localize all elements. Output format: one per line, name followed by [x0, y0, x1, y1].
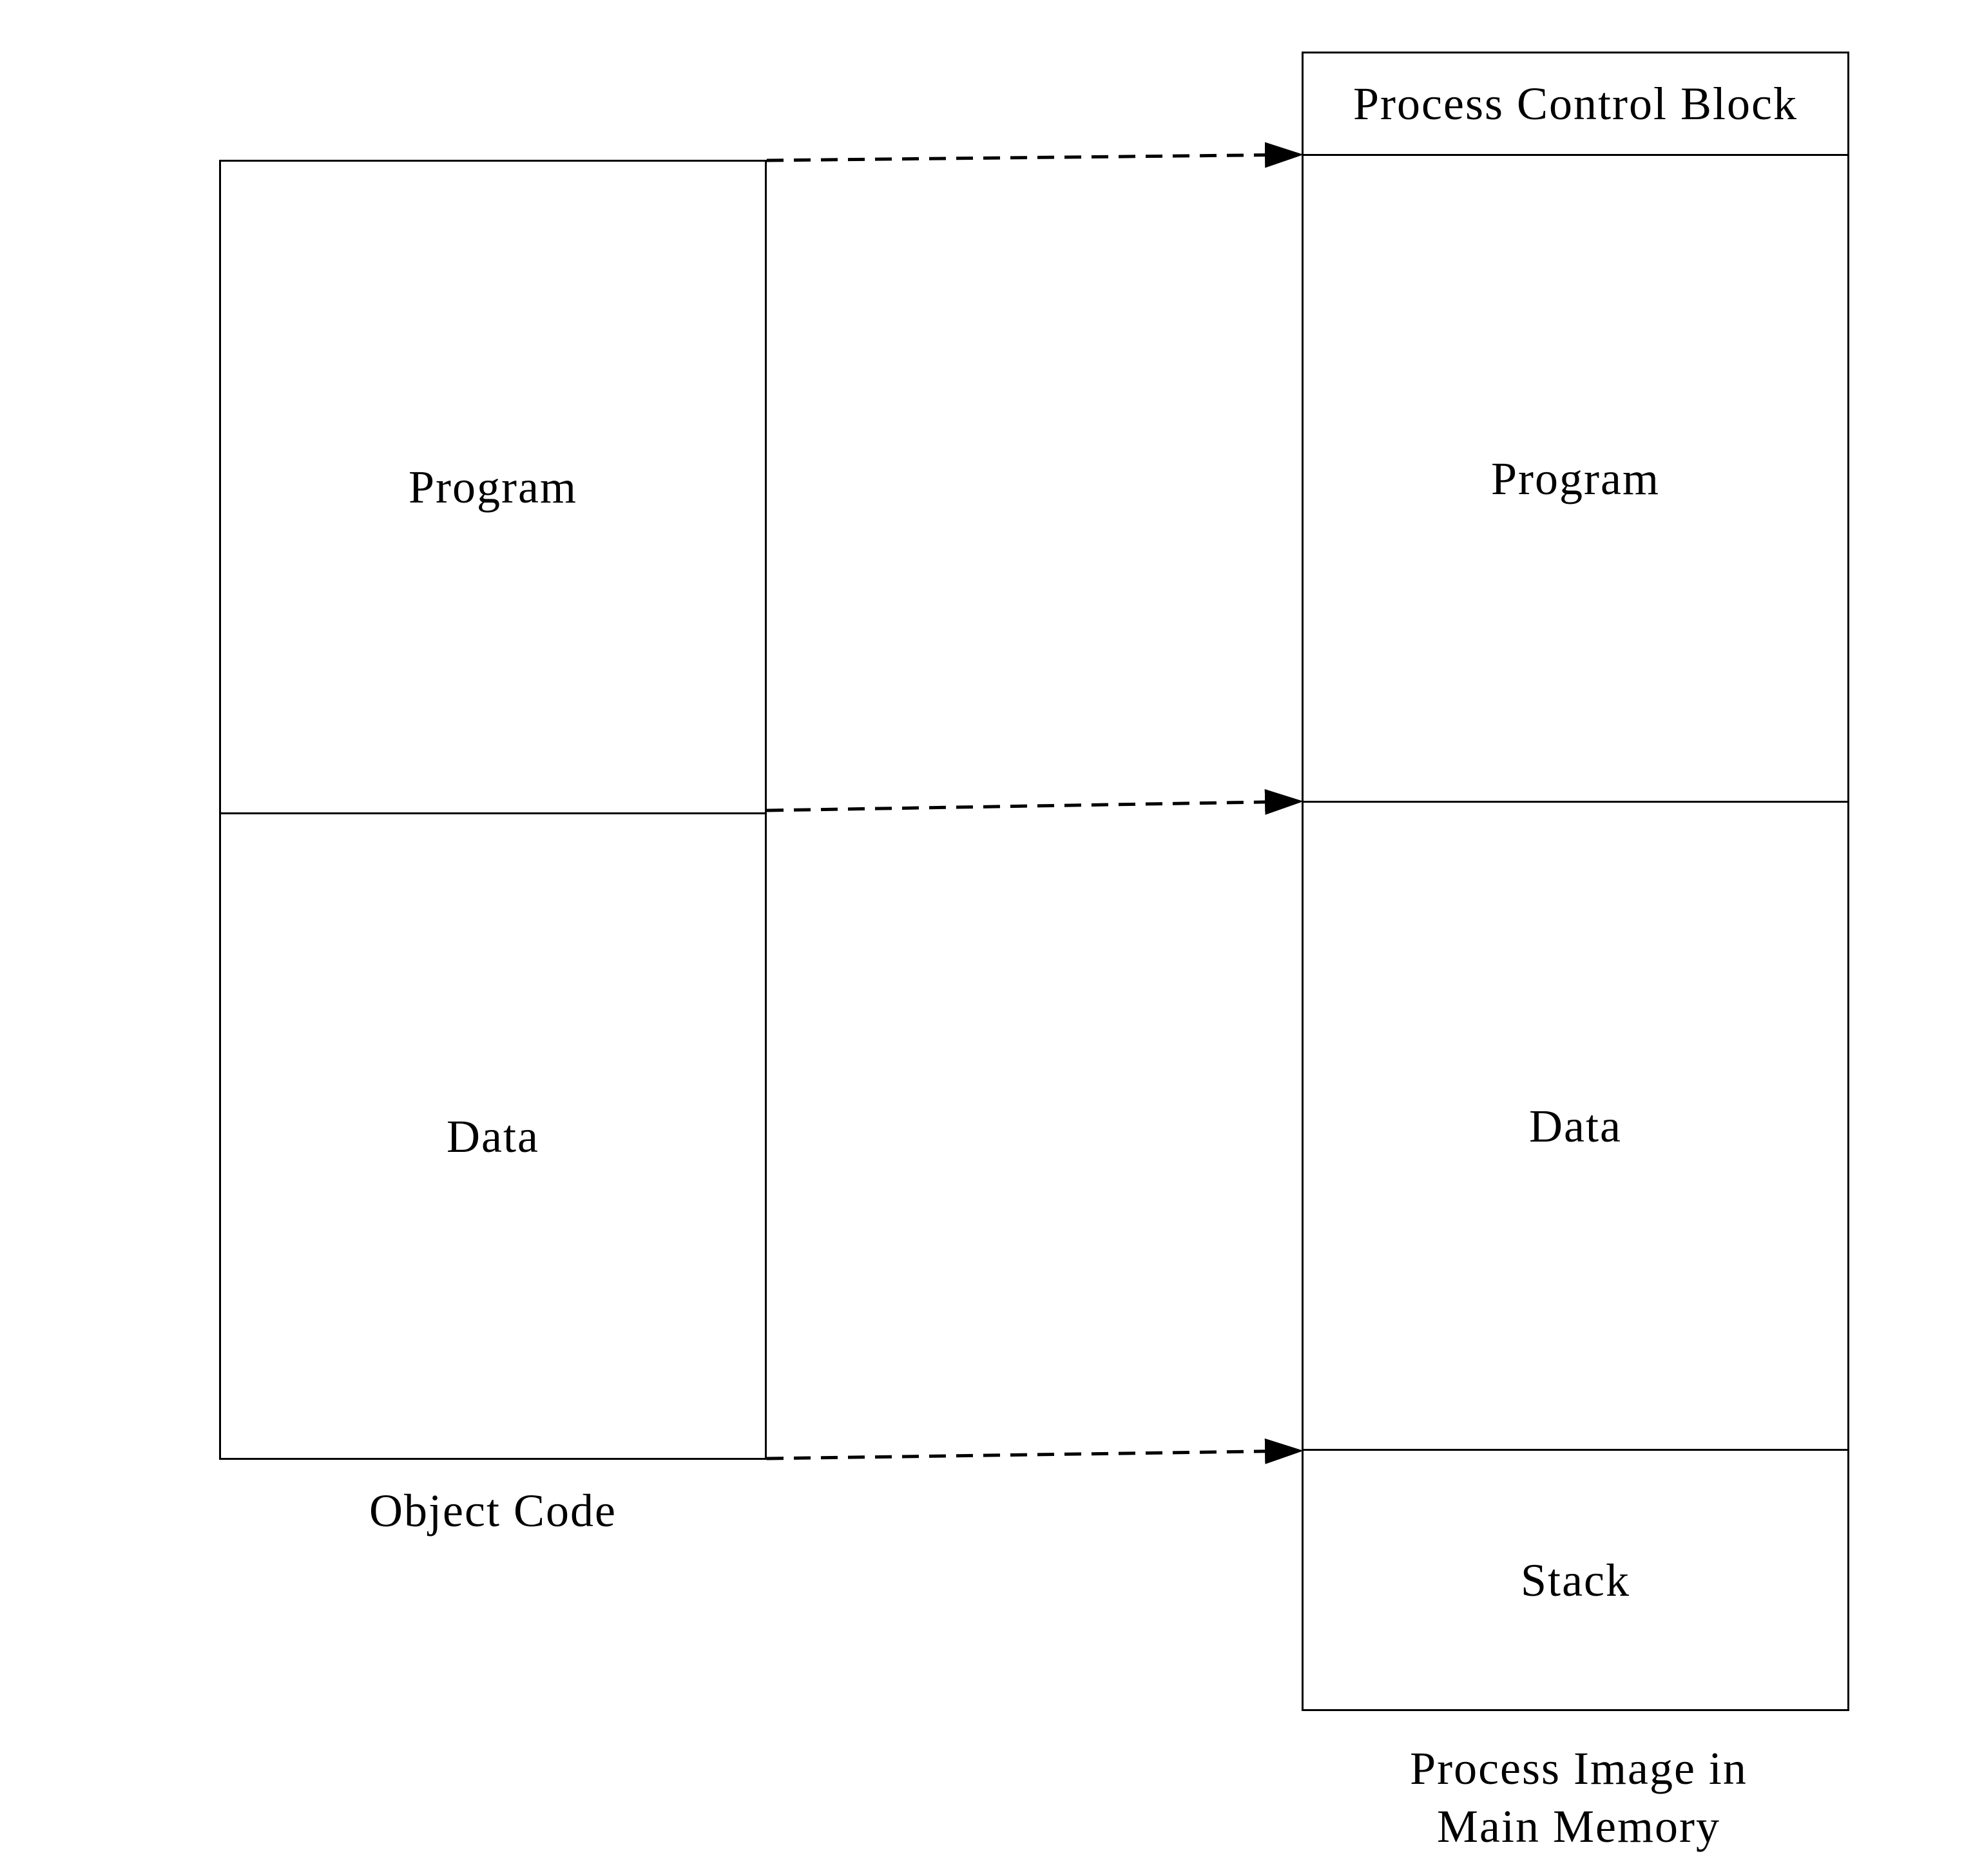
- process-image-program-label: Program: [1491, 452, 1660, 504]
- process-image-program-segment: Program: [1304, 154, 1847, 801]
- data-mapping-arrow: [766, 789, 1304, 815]
- object-code-program-segment: Program: [221, 162, 765, 812]
- process-image-caption: Process Image in Main Memory: [1302, 1739, 1856, 1855]
- end-mapping-arrow: [766, 1438, 1304, 1464]
- process-image-data-segment: Data: [1304, 801, 1847, 1449]
- object-code-data-label: Data: [447, 1110, 539, 1162]
- process-image-stack-segment: Stack: [1304, 1449, 1847, 1709]
- process-image-stack-label: Stack: [1521, 1554, 1630, 1606]
- object-code-program-label: Program: [409, 461, 577, 513]
- process-image-data-label: Data: [1529, 1100, 1622, 1152]
- process-image-caption-line2: Main Memory: [1437, 1801, 1720, 1852]
- process-image-box: Process Control Block Program Data Stack: [1302, 52, 1849, 1711]
- object-code-caption: Object Code: [219, 1482, 767, 1540]
- process-image-caption-line1: Process Image in: [1410, 1743, 1747, 1794]
- process-control-block-segment: Process Control Block: [1304, 53, 1847, 154]
- object-code-box: Program Data: [219, 160, 767, 1460]
- process-control-block-label: Process Control Block: [1353, 78, 1798, 129]
- object-code-data-segment: Data: [221, 812, 765, 1458]
- program-mapping-arrow: [766, 142, 1304, 168]
- object-code-caption-text: Object Code: [369, 1485, 617, 1536]
